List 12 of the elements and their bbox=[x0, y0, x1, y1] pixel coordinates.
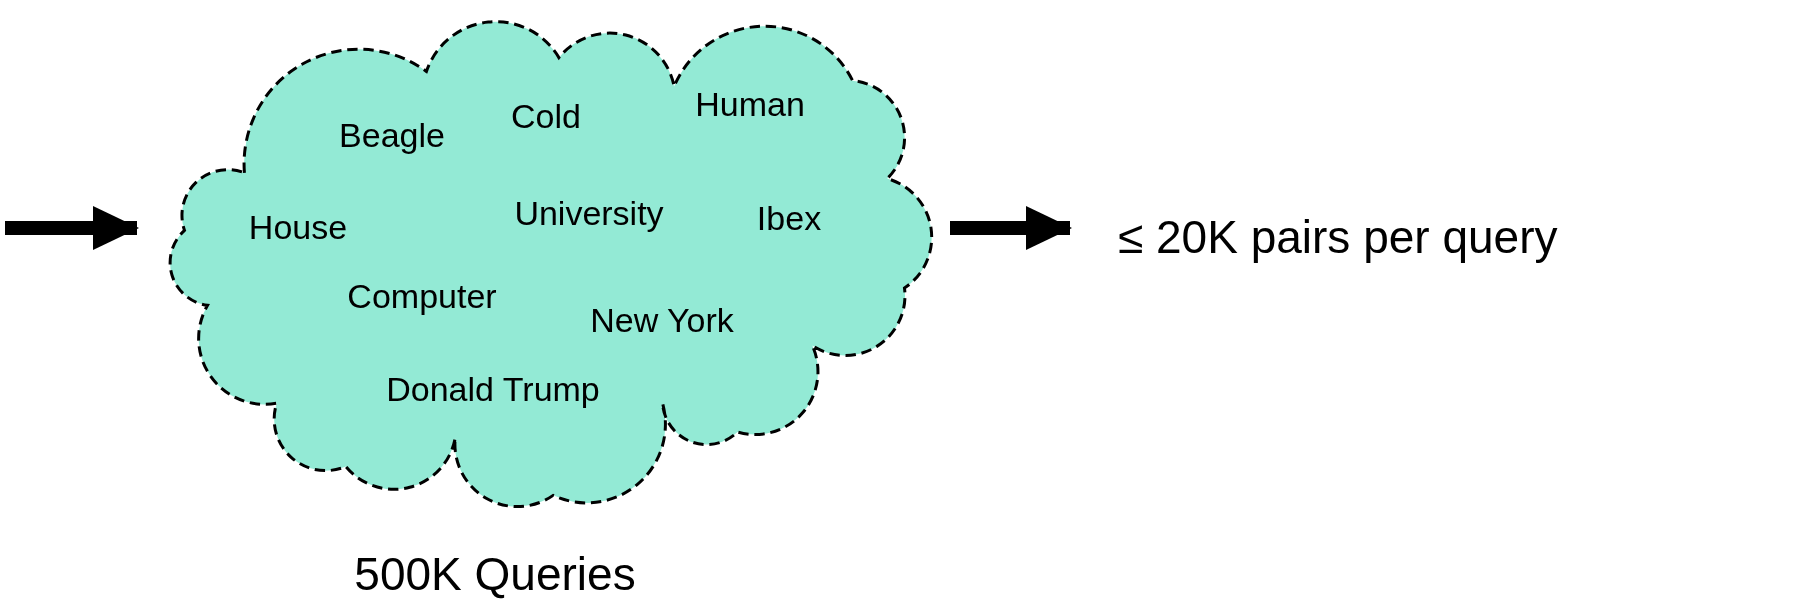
query-word: University bbox=[514, 196, 664, 230]
query-word: New York bbox=[590, 303, 734, 337]
query-word: Donald Trump bbox=[386, 372, 600, 406]
query-word: Human bbox=[695, 87, 805, 121]
arrow bbox=[950, 206, 1072, 250]
query-word: Ibex bbox=[756, 201, 822, 235]
cloud-caption: 500K Queries bbox=[354, 551, 636, 597]
query-word: House bbox=[248, 210, 348, 244]
query-word: Computer bbox=[347, 279, 497, 313]
arrow bbox=[5, 206, 139, 250]
query-word: Beagle bbox=[339, 118, 445, 152]
query-word: Cold bbox=[511, 99, 581, 133]
